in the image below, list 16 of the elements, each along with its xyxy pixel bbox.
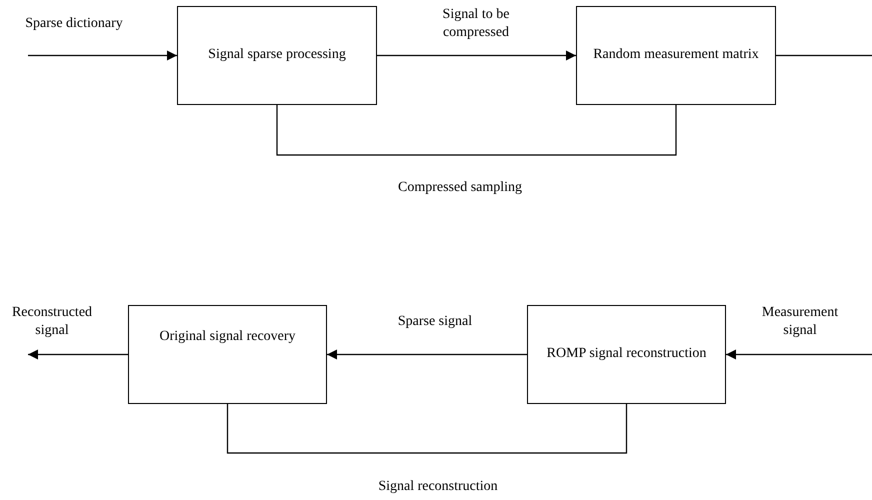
arrow — [28, 50, 177, 60]
process-box — [128, 305, 327, 404]
box-label: Original signal recovery — [158, 328, 297, 346]
process-box — [576, 6, 776, 105]
arrow — [327, 350, 527, 360]
connector-line — [276, 105, 677, 156]
arrow — [377, 50, 576, 60]
box-label: Random measurement matrix — [592, 46, 760, 64]
box-label: Signal sparse processing — [207, 46, 347, 64]
arrow — [28, 350, 128, 360]
connector-line — [226, 404, 628, 454]
process-box — [177, 6, 377, 105]
process-box — [527, 305, 726, 404]
connector-line — [776, 54, 872, 56]
box-label: ROMP signal reconstruction — [546, 345, 708, 364]
arrow — [726, 350, 872, 360]
